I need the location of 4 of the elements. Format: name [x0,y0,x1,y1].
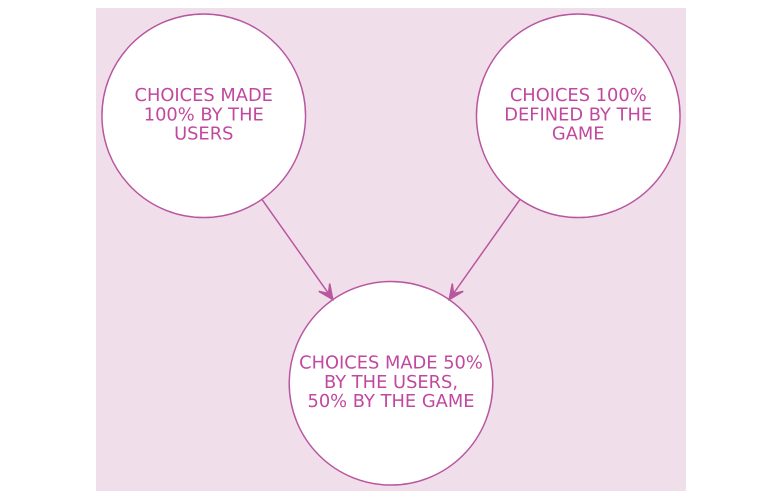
node-circle: CHOICES MADE 100% BY THE USERS [101,13,306,218]
arrow [261,199,334,300]
arrow [448,199,521,300]
node-circle: CHOICES 100% DEFINED BY THE GAME [476,13,681,218]
